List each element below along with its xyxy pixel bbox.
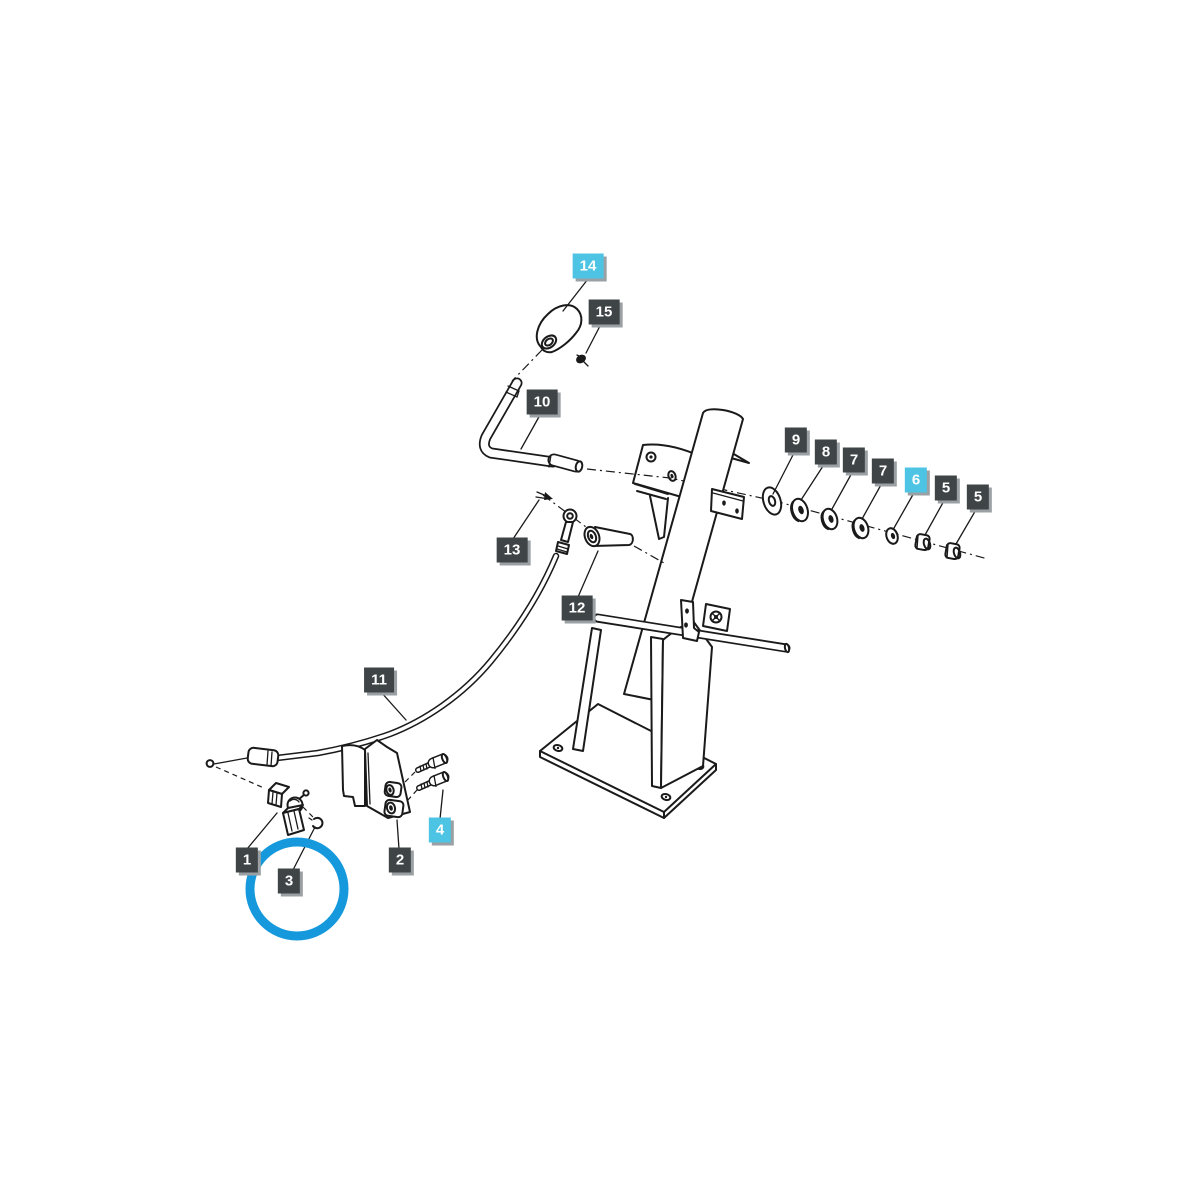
part-label-10[interactable]: 10 — [526, 389, 558, 415]
cable-eye-end-drawing — [555, 508, 578, 555]
cotter-pin-drawing — [535, 491, 553, 500]
part-label-3[interactable]: 3 — [277, 868, 301, 894]
snap-ring-drawing — [308, 816, 324, 830]
part-label-1[interactable]: 1 — [235, 847, 259, 873]
mounting-bracket-drawing — [341, 739, 411, 819]
highlight-circle — [245, 837, 349, 941]
part-label-9[interactable]: 9 — [784, 427, 808, 453]
part-label-11[interactable]: 11 — [364, 667, 394, 693]
clevis-pin-drawing — [583, 525, 634, 548]
part-label-5a[interactable]: 5 — [934, 475, 958, 501]
lever-rod-drawing — [478, 377, 584, 473]
upper-bracket-drawing — [632, 443, 750, 540]
knob-drawing — [511, 304, 583, 382]
washer-9-drawing — [761, 486, 783, 516]
nut-5a-drawing — [914, 533, 932, 552]
part-label-2[interactable]: 2 — [388, 847, 412, 873]
cable-drawing — [205, 552, 560, 768]
part-label-7b[interactable]: 7 — [871, 458, 895, 484]
set-screw-drawing — [576, 354, 589, 367]
washer-6-drawing — [885, 527, 899, 545]
pin-axis-centerline-2 — [633, 545, 665, 564]
cable-clamp-drawing — [267, 782, 310, 836]
part-label-8[interactable]: 8 — [814, 439, 838, 465]
washer-8-drawing — [790, 497, 809, 523]
washer-7a-drawing — [820, 507, 839, 531]
mid-bracket-drawing — [710, 488, 745, 520]
nut-5b-drawing — [944, 542, 962, 561]
support-legs-drawing — [572, 620, 713, 789]
leader-lines — [246, 278, 978, 871]
part-label-5b[interactable]: 5 — [966, 484, 990, 510]
part-label-15[interactable]: 15 — [588, 299, 620, 325]
ring-guide-dashes — [302, 806, 314, 818]
part-label-4[interactable]: 4 — [428, 817, 452, 843]
part-label-14[interactable]: 14 — [572, 253, 604, 279]
part-label-7a[interactable]: 7 — [842, 447, 866, 473]
part-label-6[interactable]: 6 — [904, 467, 928, 493]
bolts-drawing — [403, 752, 450, 802]
part-label-13[interactable]: 13 — [496, 537, 528, 563]
pivot-bracket-drawing — [680, 599, 731, 642]
washer-7b-drawing — [851, 516, 870, 540]
part-label-12[interactable]: 12 — [561, 595, 593, 621]
clamp-guide-dashes — [215, 766, 265, 789]
